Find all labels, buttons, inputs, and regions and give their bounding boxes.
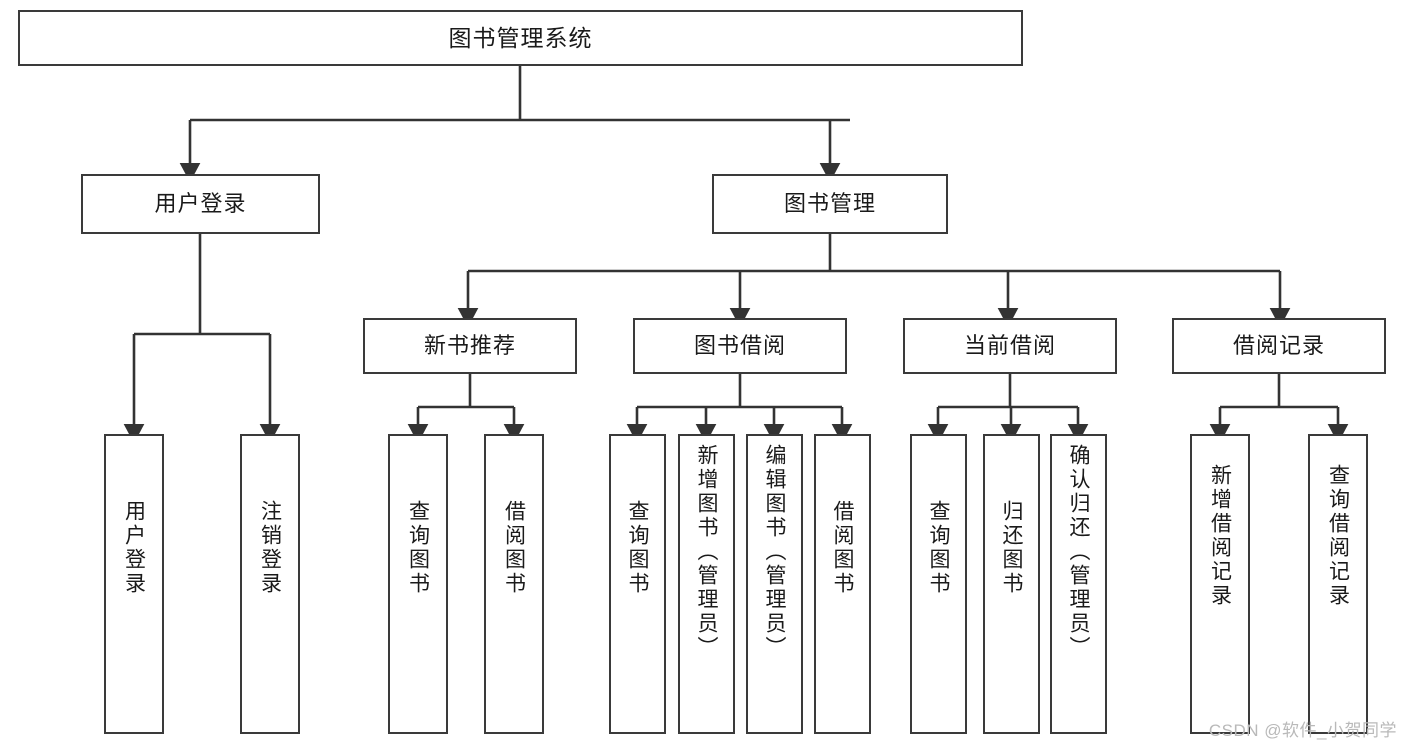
leaf-query-borrow-record[interactable]: 查询借阅记录 [1308,434,1368,734]
leaf-add-borrow-record-label: 新增借阅记录 [1208,464,1232,608]
leaf-borrow-book-label: 借阅图书 [831,500,854,596]
node-current-borrow-label: 当前借阅 [963,333,1056,359]
node-root[interactable]: 图书管理系统 [18,10,1023,66]
node-book-management[interactable]: 图书管理 [712,174,948,234]
node-borrow-record-label: 借阅记录 [1232,333,1325,359]
leaf-edit-book-admin-label: 编辑图书（管理员） [763,444,786,660]
leaf-edit-book-admin[interactable]: 编辑图书（管理员） [746,434,803,734]
leaf-query-book-current-label: 查询图书 [927,500,950,596]
leaf-borrow-book-rec[interactable]: 借阅图书 [484,434,544,734]
leaf-confirm-return-admin-label: 确认归还（管理员） [1067,444,1090,660]
leaf-confirm-return-admin[interactable]: 确认归还（管理员） [1050,434,1107,734]
watermark-text: CSDN @软件_小贺同学 [1208,721,1397,740]
leaf-logout-label: 注销登录 [258,500,282,596]
node-borrow-record[interactable]: 借阅记录 [1172,318,1386,374]
node-new-book-recommendation-label: 新书推荐 [423,333,516,359]
leaf-query-book-rec-label: 查询图书 [406,500,430,596]
leaf-logout[interactable]: 注销登录 [240,434,300,734]
leaf-add-borrow-record[interactable]: 新增借阅记录 [1190,434,1250,734]
leaf-return-book-label: 归还图书 [1000,500,1023,596]
leaf-user-login-label: 用户登录 [122,500,146,596]
leaf-user-login[interactable]: 用户登录 [104,434,164,734]
leaf-borrow-book-rec-label: 借阅图书 [502,500,526,596]
node-current-borrow[interactable]: 当前借阅 [903,318,1117,374]
node-user-login-label: 用户登录 [154,191,247,217]
leaf-add-book-admin-label: 新增图书（管理员） [695,444,718,660]
leaf-return-book[interactable]: 归还图书 [983,434,1040,734]
leaf-query-book-borrow[interactable]: 查询图书 [609,434,666,734]
node-root-label: 图书管理系统 [448,24,593,51]
node-new-book-recommendation[interactable]: 新书推荐 [363,318,577,374]
leaf-add-book-admin[interactable]: 新增图书（管理员） [678,434,735,734]
node-book-borrow[interactable]: 图书借阅 [633,318,847,374]
node-book-management-label: 图书管理 [783,191,876,217]
leaf-query-book-rec[interactable]: 查询图书 [388,434,448,734]
node-book-borrow-label: 图书借阅 [693,333,786,359]
leaf-borrow-book[interactable]: 借阅图书 [814,434,871,734]
leaf-query-book-current[interactable]: 查询图书 [910,434,967,734]
node-user-login[interactable]: 用户登录 [81,174,320,234]
leaf-query-borrow-record-label: 查询借阅记录 [1326,464,1350,608]
leaf-query-book-borrow-label: 查询图书 [626,500,649,596]
